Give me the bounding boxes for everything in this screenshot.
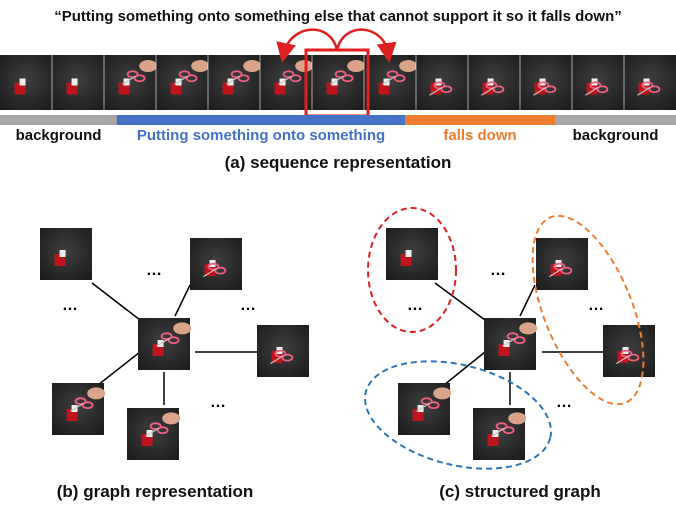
graph-representation-title: (b) graph representation [56,482,254,501]
segment-label-falls-down: falls down [443,127,517,144]
graph-c-node-6 [473,408,527,460]
strip-frame-7 [312,55,366,110]
strip-frame-10 [468,55,520,110]
segment-label-background-end: background [572,127,659,144]
strip-frame-12 [572,55,624,110]
ellipsis-c-3: … [588,297,604,314]
strip-frame-4 [156,55,210,110]
ellipsis-b-2: … [62,297,78,314]
segment-bar-3 [405,115,555,125]
graph-b-node-2 [190,238,242,290]
top-caption: “Putting something onto something else t… [54,8,622,25]
strip-frame-6 [260,55,314,110]
group-ellipse-blue [364,360,552,470]
segment-bar [0,115,676,125]
graph-c-node-3 [484,318,538,370]
graph-c-node-2 [536,238,588,290]
segment-bar-1 [0,115,117,125]
ellipsis-b-3: … [240,297,256,314]
strip-frame-13 [624,55,676,110]
segment-bar-2 [117,115,405,125]
strip-frame-9 [416,55,468,110]
structured-graph: … … … … [364,207,655,470]
arrow-left [276,28,339,63]
graph-b-node-1 [40,228,92,280]
arrow-right [335,28,397,63]
ellipsis-c-2: … [407,297,423,314]
frame-strip [0,55,676,110]
graph-b-node-6 [127,408,181,460]
graph-c-node-1 [386,228,438,280]
group-ellipse-red [367,207,457,333]
strip-frame-8 [364,55,418,110]
segment-bar-4 [555,115,676,125]
strip-frame-5 [208,55,262,110]
ellipsis-c-1: … [490,262,506,279]
graph-representation: … … … … [40,228,309,460]
ellipsis-c-4: … [556,394,572,411]
strip-frame-3 [104,55,158,110]
strip-frame-11 [520,55,572,110]
ellipsis-b-1: … [146,262,162,279]
graph-b-node-3 [138,318,192,370]
ellipsis-b-4: … [210,394,226,411]
graph-b-node-4 [257,325,309,377]
structured-graph-title: (c) structured graph [439,482,601,501]
graph-b-node-5 [52,383,106,435]
strip-frame-2 [52,55,104,110]
group-ellipse-orange [531,214,645,406]
strip-frame-1 [0,55,52,110]
segment-label-background-start: background [15,127,102,144]
graph-c-node-4 [603,325,655,377]
sequence-representation-title: (a) sequence representation [224,153,452,172]
graph-c-node-5 [398,383,452,435]
segment-label-putting: Putting something onto something [136,127,386,144]
